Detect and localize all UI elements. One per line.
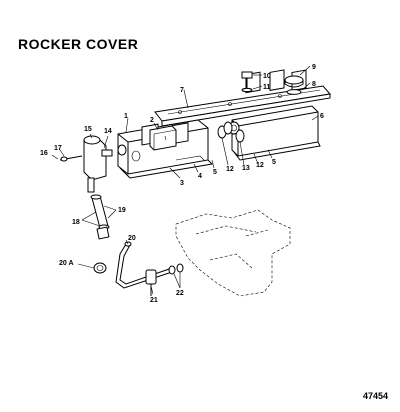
pcv-tube — [115, 241, 173, 289]
engine-block-outline — [175, 209, 291, 297]
callout-12-right: 12 — [256, 162, 264, 169]
figure-number: 47454 — [362, 391, 388, 401]
rocker-cover-center-parts — [149, 125, 205, 161]
callout-11: 11 — [263, 84, 271, 91]
callout-22: 22 — [176, 290, 184, 297]
callout-14: 14 — [104, 128, 112, 135]
pcv-hose — [90, 194, 110, 240]
callout-13: 13 — [242, 165, 250, 172]
callout-21: 21 — [150, 297, 158, 304]
callout-20: 20 — [128, 235, 136, 242]
callout-5-right: 5 — [272, 159, 276, 166]
callout-2: 2 — [150, 117, 154, 124]
callout-10: 10 — [263, 73, 271, 80]
callout-1: 1 — [124, 113, 128, 120]
callout-16: 16 — [40, 150, 48, 157]
leader-lines — [51, 65, 319, 295]
callout-5-left: 5 — [213, 169, 217, 176]
callout-9: 9 — [312, 64, 316, 71]
tube-clip — [93, 262, 107, 274]
callout-15: 15 — [84, 126, 92, 133]
rocker-cover-right — [228, 69, 321, 161]
tube-fitting — [145, 263, 184, 296]
callout-17: 17 — [54, 145, 62, 152]
callout-12-left: 12 — [226, 166, 234, 173]
callout-8: 8 — [312, 81, 316, 88]
callout-7: 7 — [180, 87, 184, 94]
callout-4: 4 — [198, 173, 202, 180]
callout-6: 6 — [320, 113, 324, 120]
pcv-breather-assembly — [59, 135, 113, 193]
callout-20a: 20 A — [59, 260, 74, 267]
cover-bolt-washer — [241, 71, 253, 93]
callout-18: 18 — [72, 219, 80, 226]
callout-19: 19 — [118, 207, 126, 214]
callout-3: 3 — [180, 180, 184, 187]
rocker-cover-gasket — [154, 85, 331, 127]
oil-filler-cap — [284, 75, 304, 95]
diagram-title: ROCKER COVER — [18, 36, 139, 52]
callout-labels: 7 10 11 9 8 6 1 2 3 4 5 12 13 12 5 14 15… — [40, 64, 324, 304]
